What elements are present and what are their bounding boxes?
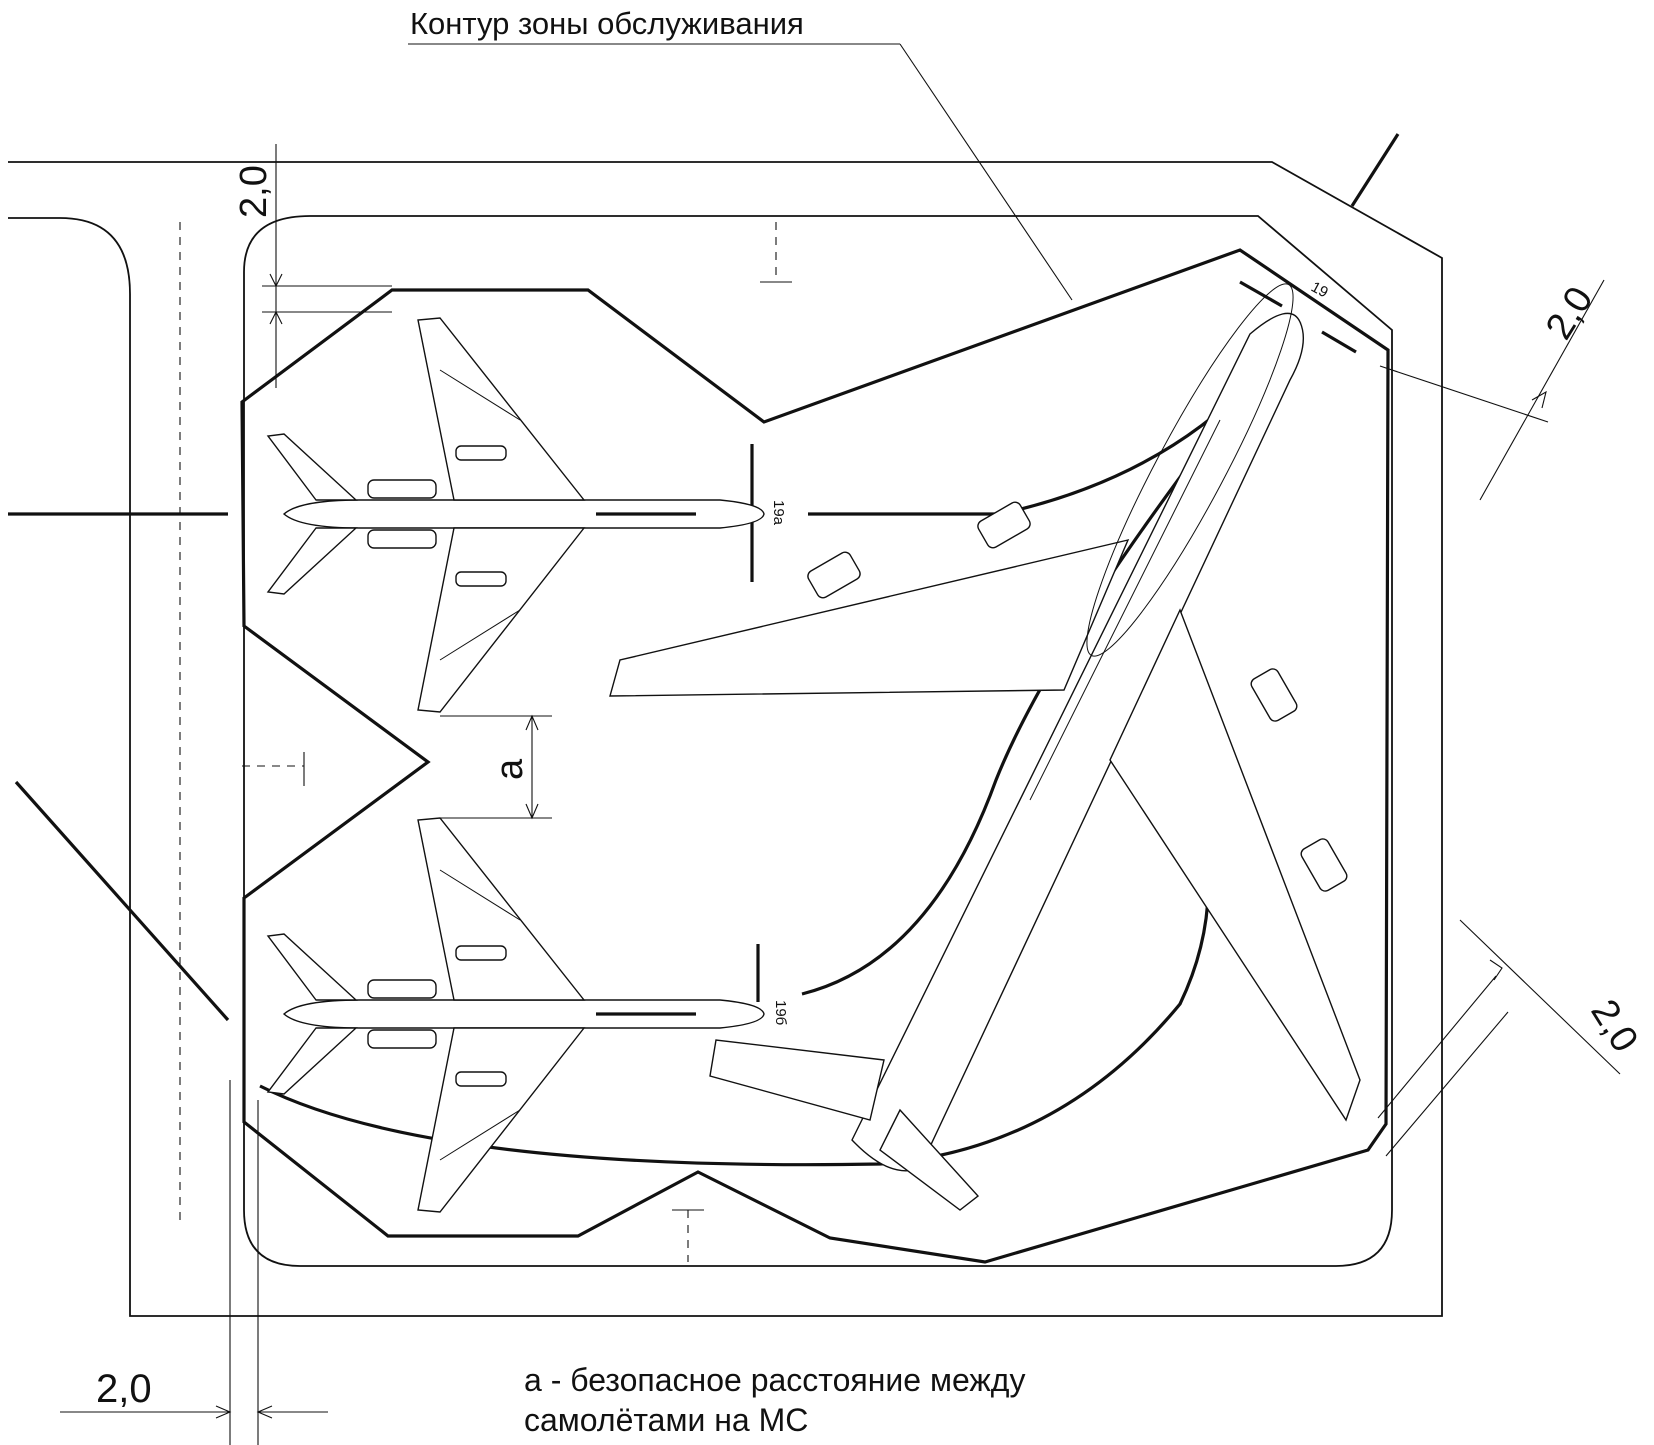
aircraft-main-fuselage (851, 312, 1304, 1172)
legend-line-1: а - безопасное расстояние между (524, 1362, 1026, 1398)
aircraft-upper-engine-2 (367, 529, 437, 549)
aircraft-upper-wing-top (417, 317, 586, 501)
dimension-bottom-left (60, 1080, 328, 1445)
aircraft-upper-engine-3 (455, 445, 507, 461)
aircraft-main-tail-upper (709, 1039, 885, 1121)
stand-label-main: 19 (1308, 279, 1331, 302)
aircraft-lower-engine-1 (367, 979, 437, 999)
aircraft-lower-tail-bottom (266, 1027, 358, 1095)
aircraft-lower (266, 817, 765, 1213)
aircraft-lower-fuselage (282, 999, 765, 1029)
dim-label-top: 2,0 (233, 165, 275, 218)
aircraft-main-engine-3 (1250, 668, 1298, 722)
aircraft-main-wing-upper (609, 539, 1130, 697)
t-symbol-top (760, 222, 792, 283)
inner-boundary (243, 215, 1393, 1267)
dimension-gap-a (440, 714, 552, 820)
t-symbol-left (242, 752, 305, 786)
stop-mark-main-a (1239, 280, 1283, 308)
boundary-tick-top-right (1350, 133, 1400, 207)
dimension-top (262, 144, 392, 388)
aircraft-main-engine-2 (807, 551, 861, 599)
aircraft-main-engine-4 (1300, 838, 1348, 892)
aircraft-main-tail-lower (879, 1108, 980, 1211)
lead-in-line-diagonal (14, 780, 230, 1022)
aircraft-main-wing-lower (1109, 608, 1361, 1122)
aircraft-upper-engine-4 (455, 571, 507, 587)
dim-label-right-lower: 2,0 (1582, 993, 1646, 1060)
stand-label-lower: 19б (772, 1000, 789, 1025)
dim-label-bottom-left: 2,0 (96, 1367, 152, 1411)
diagram-title: Контур зоны обслуживания (410, 6, 804, 41)
legend-line-2: самолётами на МС (524, 1402, 809, 1438)
aircraft-upper-fuselage (282, 499, 765, 529)
aircraft-upper-tail-bottom (266, 527, 358, 595)
aircraft-main (609, 283, 1361, 1211)
aircraft-main-upper-deck (1086, 283, 1294, 657)
title-leader (408, 43, 1073, 301)
dim-label-right-upper: 2,0 (1538, 280, 1602, 347)
apron-boundary (8, 161, 1443, 1317)
dimension-right-lower (1377, 919, 1621, 1157)
aircraft-upper-engine-1 (367, 479, 437, 499)
aircraft-upper (266, 317, 765, 713)
stop-mark-main-b (1321, 330, 1357, 354)
aircraft-lower-tail-top (266, 933, 358, 1001)
dimension-right-upper (1379, 279, 1605, 501)
aircraft-upper-wing-bottom (417, 527, 586, 713)
t-symbol-bottom (672, 1209, 704, 1262)
aircraft-lower-wing-top (417, 817, 586, 1001)
aircraft-lower-engine-3 (455, 945, 507, 961)
stand-label-upper: 19а (770, 500, 787, 526)
aircraft-upper-tail-top (266, 433, 358, 501)
aircraft-lower-wing-bottom (417, 1027, 586, 1213)
aircraft-lower-engine-2 (367, 1029, 437, 1049)
dim-label-gap: а (489, 758, 531, 780)
service-zone-contour (240, 248, 1390, 1264)
aircraft-main-engine-1 (977, 501, 1031, 549)
aircraft-lower-engine-4 (455, 1071, 507, 1087)
